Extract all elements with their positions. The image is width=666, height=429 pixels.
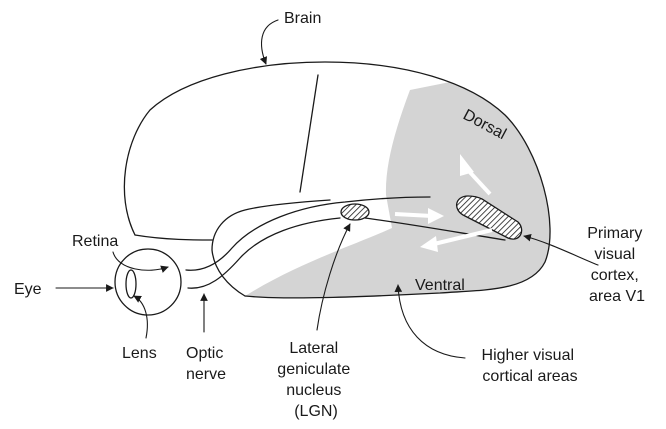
lgn-line-3: nucleus — [286, 382, 341, 399]
brain-leader-arrow — [262, 20, 278, 64]
lgn-line-2: geniculate — [277, 361, 350, 378]
lgn-line-1: Lateral — [289, 340, 338, 357]
eye-globe — [115, 249, 181, 315]
optic-nerve-line-2: nerve — [186, 366, 226, 383]
shaded-visual-area — [245, 60, 560, 310]
v1-line-1: Primary — [587, 225, 642, 242]
lens-icon — [126, 270, 136, 298]
central-sulcus — [300, 75, 318, 192]
lgn-line-4: (LGN) — [294, 403, 338, 420]
v1-line-2: visual — [594, 246, 635, 263]
lens-leader-arrow — [134, 296, 147, 338]
v1-line-4: area V1 — [589, 288, 645, 305]
higher-visual-leader-arrow — [398, 285, 465, 358]
optic-nerve-line-1: Optic — [186, 345, 223, 362]
lgn-label: Lateral geniculate nucleus (LGN) — [277, 340, 354, 420]
brain-frontal-base — [135, 235, 212, 240]
higher-visual-label: Higher visual cortical areas — [482, 347, 579, 385]
lgn-nucleus — [341, 204, 369, 220]
higher-visual-line-1: Higher visual — [482, 347, 574, 364]
higher-visual-line-2: cortical areas — [482, 368, 577, 385]
ventral-label: Ventral — [415, 277, 465, 294]
v1-line-3: cortex, — [591, 267, 639, 284]
optic-nerve-label: Optic nerve — [186, 345, 228, 383]
retina-label: Retina — [72, 233, 118, 250]
retina-leader-arrow — [113, 252, 168, 270]
brain-label: Brain — [284, 10, 321, 27]
lens-label: Lens — [122, 345, 157, 362]
eye-label: Eye — [14, 281, 42, 298]
v1-label: Primary visual cortex, area V1 — [587, 225, 647, 305]
